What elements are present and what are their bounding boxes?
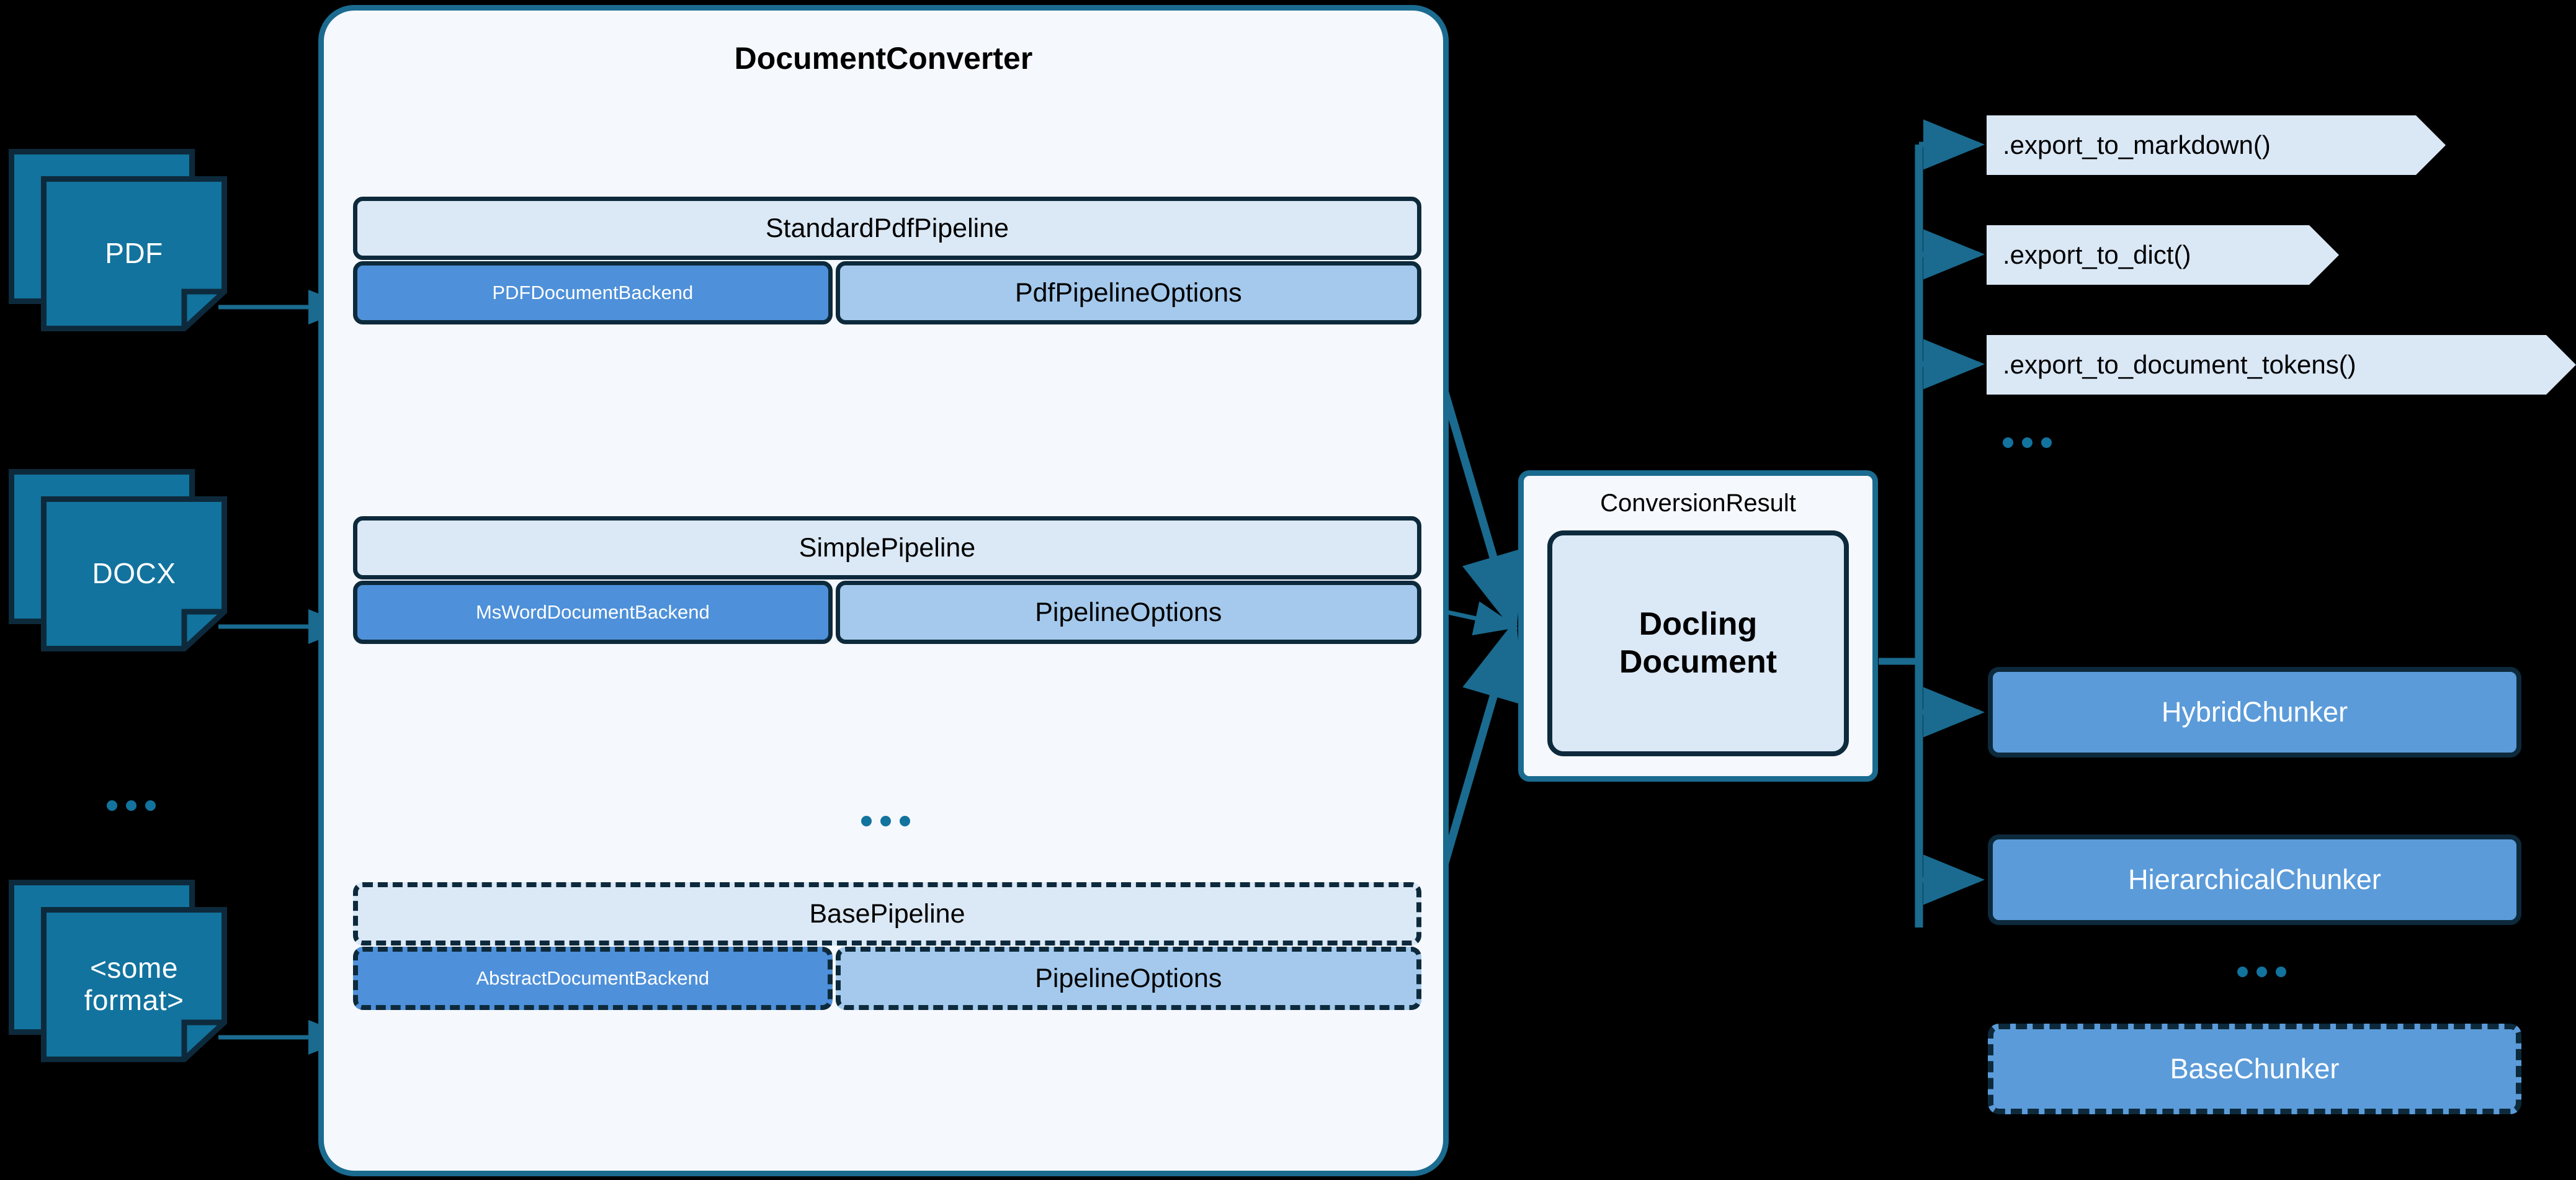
document-sheet-icon: [41, 176, 227, 331]
conversion-result-panel: ConversionResult Docling Document: [1518, 470, 1878, 782]
export-method-dict[interactable]: .export_to_dict(): [1987, 225, 2339, 285]
docling-document-box[interactable]: Docling Document: [1547, 530, 1849, 756]
conversion-result-title: ConversionResult: [1600, 489, 1796, 517]
document-sheet-icon: [41, 496, 227, 651]
ellipsis-dot: [2022, 437, 2033, 448]
pipeline-header[interactable]: SimplePipeline: [353, 516, 1421, 579]
exports-ellipsis: [2003, 437, 2052, 448]
ellipsis-dot: [2041, 437, 2052, 448]
chunker-label: BaseChunker: [2170, 1053, 2340, 1084]
pipeline-backend[interactable]: PDFDocumentBackend: [353, 261, 833, 324]
docling-document-line2: Document: [1619, 644, 1778, 680]
docling-document-line1: Docling: [1639, 606, 1758, 642]
export-label: .export_to_markdown(): [2003, 130, 2271, 159]
export-method-markdown[interactable]: .export_to_markdown(): [1987, 115, 2446, 175]
pipeline-components-row: AbstractDocumentBackend PipelineOptions: [353, 947, 1421, 1010]
pipeline-components-row: PDFDocumentBackend PdfPipelineOptions: [353, 261, 1421, 324]
pipeline-components-row: MsWordDocumentBackend PipelineOptions: [353, 581, 1421, 644]
ellipsis-dot: [861, 816, 872, 826]
export-label: .export_to_document_tokens(): [2003, 350, 2356, 379]
chunker-hybrid[interactable]: HybridChunker: [1988, 667, 2521, 758]
pipeline-group-base[interactable]: BasePipeline AbstractDocumentBackend Pip…: [353, 882, 1421, 1010]
chunker-hierarchical[interactable]: HierarchicalChunker: [1988, 834, 2521, 925]
chunker-label: HybridChunker: [2161, 696, 2348, 728]
pipeline-backend[interactable]: AbstractDocumentBackend: [353, 947, 833, 1010]
ellipsis-dot: [900, 816, 910, 826]
ellipsis-dot: [145, 800, 156, 811]
page-title: DocumentConverter: [734, 41, 1033, 76]
chunker-base[interactable]: BaseChunker: [1988, 1024, 2521, 1114]
pipelines-ellipsis: [861, 816, 910, 826]
ellipsis-dot: [2256, 967, 2267, 977]
pipeline-header[interactable]: StandardPdfPipeline: [353, 197, 1421, 260]
export-method-document-tokens[interactable]: .export_to_document_tokens(): [1987, 335, 2576, 395]
ellipsis-dot: [107, 800, 117, 811]
pipeline-options[interactable]: PipelineOptions: [835, 947, 1421, 1010]
pipeline-backend[interactable]: MsWordDocumentBackend: [353, 581, 833, 644]
ellipsis-dot: [880, 816, 891, 826]
ellipsis-dot: [2003, 437, 2013, 448]
pipeline-group-standard-pdf[interactable]: StandardPdfPipeline PDFDocumentBackend P…: [353, 197, 1421, 324]
document-converter-panel: DocumentConverter StandardPdfPipeline PD…: [318, 5, 1449, 1176]
chunker-label: HierarchicalChunker: [2128, 864, 2381, 895]
document-sheet-icon: [41, 907, 227, 1062]
ellipsis-dot: [2276, 967, 2286, 977]
chunkers-ellipsis: [2237, 967, 2286, 977]
pipeline-group-simple[interactable]: SimplePipeline MsWordDocumentBackend Pip…: [353, 516, 1421, 644]
export-label: .export_to_dict(): [2003, 240, 2191, 269]
pipeline-header[interactable]: BasePipeline: [353, 882, 1421, 945]
pipeline-options[interactable]: PipelineOptions: [835, 581, 1421, 644]
ellipsis-dot: [2237, 967, 2248, 977]
pipeline-options[interactable]: PdfPipelineOptions: [835, 261, 1421, 324]
ellipsis-dot: [126, 800, 136, 811]
inputs-ellipsis: [107, 800, 156, 811]
